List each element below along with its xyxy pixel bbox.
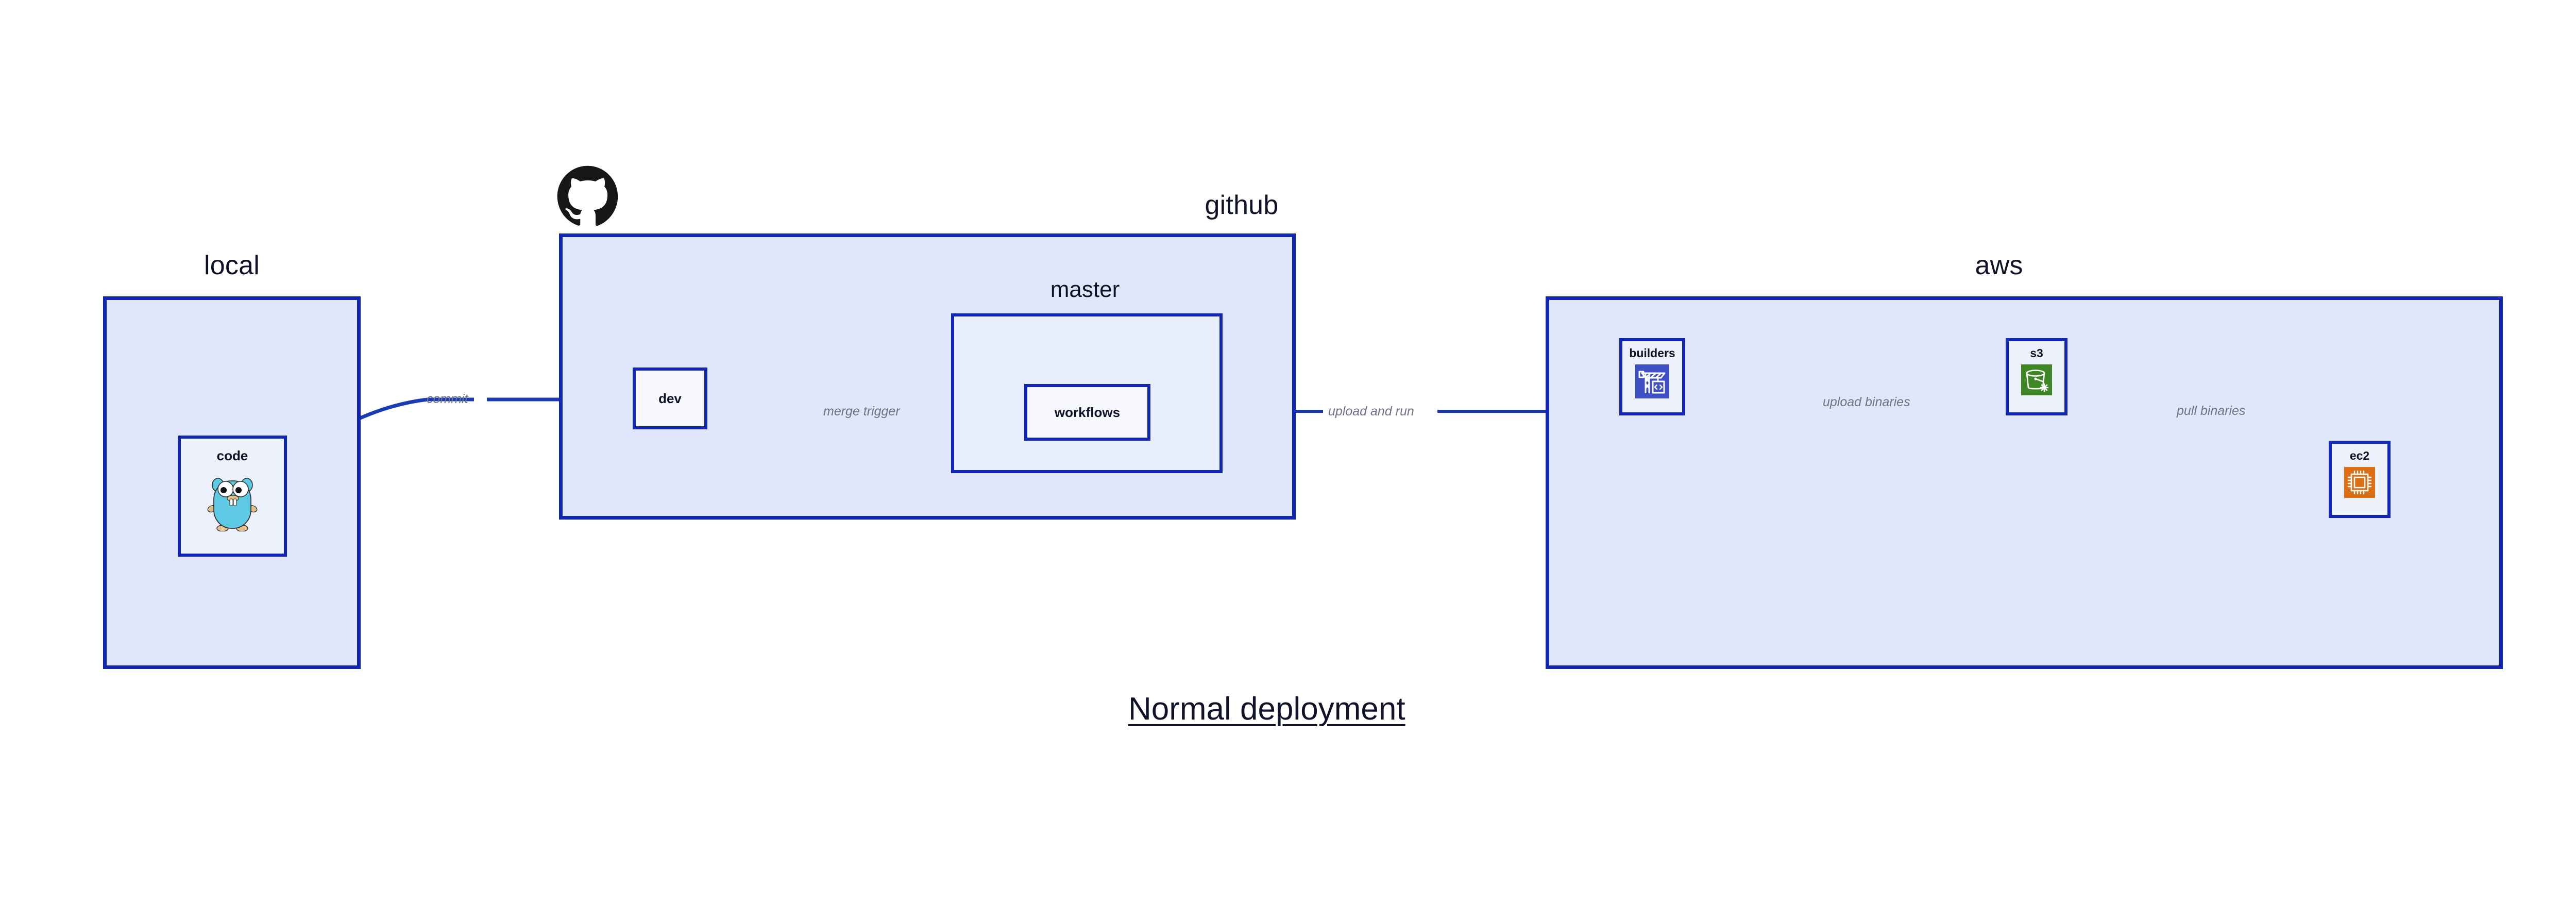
node-code[interactable]: code bbox=[178, 436, 287, 557]
node-builders-label: builders bbox=[1629, 346, 1675, 360]
aws-codebuild-crane-icon bbox=[1635, 364, 1669, 398]
aws-ec2-chip-icon bbox=[2344, 467, 2375, 498]
subgroup-label-master: master bbox=[1050, 277, 1120, 302]
edge-label-commit: commit bbox=[427, 392, 468, 406]
edge-label-upload-and-run: upload and run bbox=[1328, 404, 1414, 419]
node-ec2-label: ec2 bbox=[2349, 449, 2370, 462]
node-s3[interactable]: s3 bbox=[2006, 338, 2067, 415]
node-builders[interactable]: builders bbox=[1619, 338, 1685, 415]
aws-s3-bucket-icon bbox=[2021, 364, 2052, 395]
node-s3-label: s3 bbox=[2030, 346, 2043, 360]
diagram-caption: Normal deployment bbox=[1128, 691, 1405, 727]
node-ec2[interactable]: ec2 bbox=[2329, 441, 2391, 518]
node-dev[interactable]: dev bbox=[633, 368, 707, 429]
node-dev-label: dev bbox=[658, 391, 682, 406]
group-label-aws: aws bbox=[1975, 250, 2023, 280]
group-label-local: local bbox=[204, 250, 260, 280]
go-gopher-icon bbox=[205, 470, 260, 531]
node-workflows-label: workflows bbox=[1054, 405, 1121, 420]
node-workflows[interactable]: workflows bbox=[1024, 384, 1150, 441]
group-label-github: github bbox=[1205, 190, 1279, 220]
edge-label-upload-binaries: upload binaries bbox=[1823, 395, 1910, 409]
edge-label-merge-trigger: merge trigger bbox=[823, 404, 900, 419]
node-code-label: code bbox=[216, 448, 248, 463]
edge-label-pull-binaries: pull binaries bbox=[2177, 404, 2246, 418]
github-octocat-icon bbox=[555, 164, 620, 228]
